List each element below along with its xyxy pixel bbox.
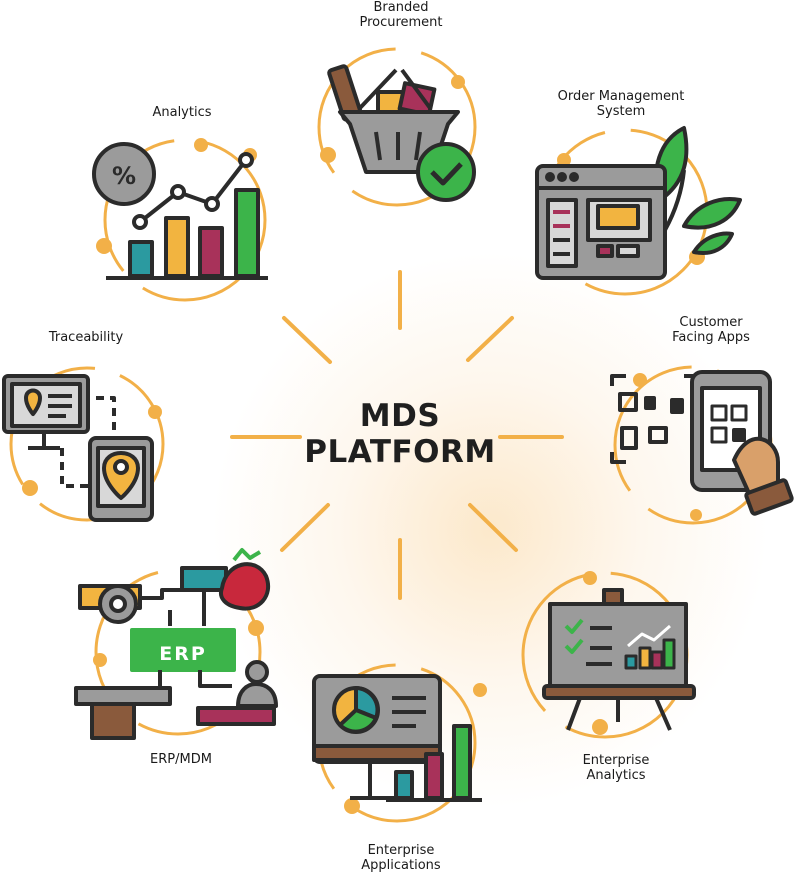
location-devices-icon xyxy=(2,374,154,522)
svg-text:%: % xyxy=(112,162,136,190)
label-traceability: Traceability xyxy=(48,330,124,345)
center-title: MDS PLATFORM xyxy=(300,398,500,470)
label-erp-mdm: ERP/MDM xyxy=(150,752,212,767)
label-analytics: Analytics xyxy=(152,105,212,120)
ring-analytics xyxy=(103,138,267,302)
ring-trace xyxy=(9,366,165,522)
spoke-bottom-left xyxy=(280,503,330,552)
spokes xyxy=(230,270,564,600)
bar-line-chart-icon: % xyxy=(92,142,268,280)
center-title-line1: MDS xyxy=(359,398,441,434)
ring-erp xyxy=(94,568,262,736)
spoke-top-left xyxy=(282,316,332,364)
shopping-basket-icon xyxy=(327,64,476,202)
erp-badge-label: ERP xyxy=(159,643,207,665)
spoke-top-right xyxy=(466,316,514,362)
qr-phone-icon xyxy=(610,370,794,516)
ring-procurement xyxy=(317,47,477,207)
presentation-board-icon xyxy=(542,588,696,731)
desktop-pie-chart-icon xyxy=(312,674,482,802)
browser-window-leaf-icon xyxy=(535,126,742,280)
spoke-bottom-right xyxy=(468,503,518,552)
erp-network-icon xyxy=(74,548,278,740)
center-title-line2: PLATFORM xyxy=(304,434,496,470)
